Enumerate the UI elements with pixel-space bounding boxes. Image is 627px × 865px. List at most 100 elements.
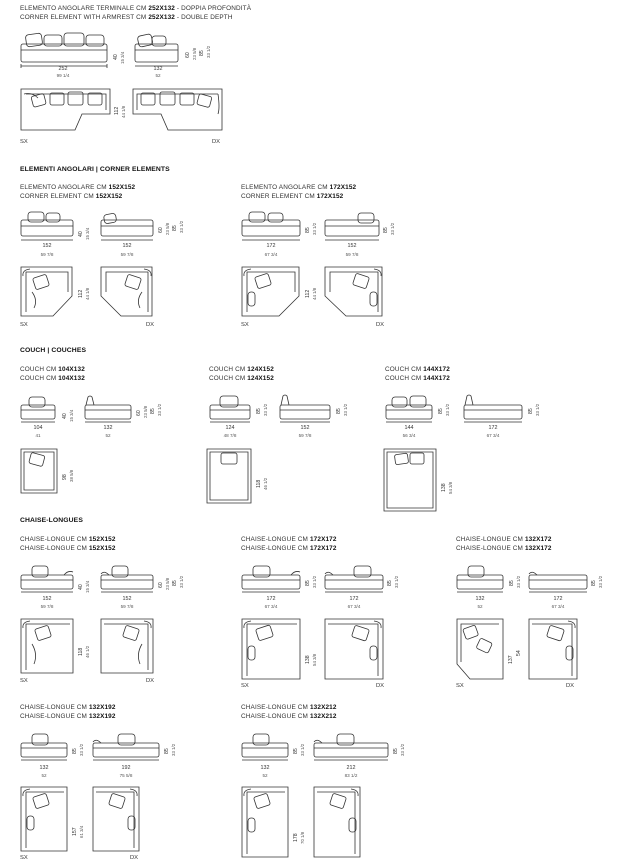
chaise-d-w1-in: 52 bbox=[41, 773, 47, 778]
chaise-c-depth2-cm: 54 bbox=[516, 650, 522, 656]
couch-c-front-elevation bbox=[385, 392, 433, 426]
chaise-b-plan-dx bbox=[324, 618, 384, 680]
chaise-b-w2-in: 67 3/4 bbox=[347, 604, 361, 609]
corner-a-h1-cm: 40 bbox=[78, 231, 84, 237]
couch-c-w1-cm: 144 bbox=[404, 425, 414, 431]
corner-a-side-elevation bbox=[100, 208, 154, 244]
couch-c-h1-in: 33 1/2 bbox=[445, 403, 450, 416]
chaise-a-depth-in: 46 1/2 bbox=[85, 645, 90, 658]
couch-a-w1-in: 41 bbox=[35, 433, 41, 438]
corner-b-plan-dx bbox=[324, 266, 384, 318]
chaise-b-caption-en: CHAISE-LONGUE CM 172X172 bbox=[241, 545, 337, 552]
chaise-c-h2-cm: 85 bbox=[591, 580, 597, 586]
couch-b-caption-en: COUCH CM 124X152 bbox=[209, 375, 274, 382]
couch-b-w1-in: 48 7/8 bbox=[223, 433, 237, 438]
couch-b-front-elevation bbox=[209, 392, 251, 426]
corner-a-caption-it: ELEMENTO ANGOLARE CM 152X152 bbox=[20, 184, 136, 191]
terminal-depth-in: 44 1/8 bbox=[121, 105, 126, 118]
couch-a-h1-in: 15 3/4 bbox=[69, 409, 74, 422]
chaise-a-plan-dx bbox=[100, 618, 154, 674]
chaise-a-w2-in: 59 7/8 bbox=[120, 604, 134, 609]
chaise-section-title: CHAISE-LONGUES bbox=[20, 517, 83, 524]
terminal-w1-in: 99 1/4 bbox=[56, 73, 70, 78]
couch-a-side-elevation bbox=[84, 392, 132, 426]
couch-b-plan bbox=[206, 448, 252, 504]
chaise-c-h1-in: 33 1/2 bbox=[516, 575, 521, 588]
couch-b-h1-in: 33 1/2 bbox=[263, 403, 268, 416]
chaise-d-plan-dx bbox=[92, 786, 140, 852]
corner-a-plan-dx bbox=[100, 266, 154, 318]
chaise-a-h1-cm: 40 bbox=[78, 584, 84, 590]
couch-b-w1-cm: 124 bbox=[225, 425, 235, 431]
corner-b-side-elevation bbox=[324, 208, 380, 244]
chaise-d-h1-cm: 85 bbox=[72, 748, 78, 754]
couch-c-side-elevation bbox=[463, 392, 523, 426]
couch-a-plan bbox=[20, 448, 58, 494]
corner-a-h3-in: 33 1/2 bbox=[179, 220, 184, 233]
couch-a-depth-in: 38 5/8 bbox=[69, 469, 74, 482]
chaise-d-h2-cm: 85 bbox=[164, 748, 170, 754]
chaise-e-h1-in: 33 1/2 bbox=[300, 743, 305, 756]
couch-b-depth-in: 46 1/2 bbox=[263, 477, 268, 490]
chaise-a-front-elevation bbox=[20, 562, 74, 596]
chaise-c-h2-in: 33 1/2 bbox=[598, 575, 603, 588]
chaise-b-w1-cm: 172 bbox=[266, 596, 276, 602]
chaise-a-sx-label: SX bbox=[20, 678, 28, 684]
chaise-c-plan-sx bbox=[456, 618, 504, 680]
chaise-d-depth-in: 61 3/4 bbox=[79, 825, 84, 838]
chaise-b-caption-it: CHAISE-LONGUE CM 172X172 bbox=[241, 536, 337, 543]
corner-b-caption-en: CORNER ELEMENT CM 172X152 bbox=[241, 193, 344, 200]
chaise-d-w2-in: 75 5/8 bbox=[119, 773, 133, 778]
terminal-h3-in: 33 1/2 bbox=[206, 45, 211, 58]
chaise-a-h1-in: 15 3/4 bbox=[85, 580, 90, 593]
couch-a-caption-en: COUCH CM 104X132 bbox=[20, 375, 85, 382]
couch-a-h3-cm: 85 bbox=[150, 408, 156, 414]
couch-c-depth-in: 54 3/8 bbox=[448, 481, 453, 494]
couch-c-w1-in: 56 3/4 bbox=[402, 433, 416, 438]
chaise-e-w2-cm: 212 bbox=[346, 765, 356, 771]
chaise-d-w2-cm: 192 bbox=[121, 765, 131, 771]
corner-a-w2-cm: 152 bbox=[122, 243, 132, 249]
couch-a-h2-cm: 60 bbox=[136, 410, 142, 416]
chaise-b-h2-cm: 85 bbox=[387, 580, 393, 586]
chaise-c-h1-cm: 85 bbox=[509, 580, 515, 586]
chaise-b-h2-in: 33 1/2 bbox=[394, 575, 399, 588]
chaise-a-caption-it: CHAISE-LONGUE CM 152X152 bbox=[20, 536, 116, 543]
couch-c-caption-en: COUCH CM 144X172 bbox=[385, 375, 450, 382]
chaise-e-h1-cm: 85 bbox=[293, 748, 299, 754]
chaise-a-h3-cm: 85 bbox=[172, 580, 178, 586]
corner-a-sx-label: SX bbox=[20, 322, 28, 328]
chaise-d-dx-label: DX bbox=[130, 855, 139, 861]
corner-b-h2-in: 33 1/2 bbox=[390, 222, 395, 235]
chaise-d-caption-it: CHAISE-LONGUE CM 132X192 bbox=[20, 704, 116, 711]
terminal-caption-it: ELEMENTO ANGOLARE TERMINALE CM 252X132 -… bbox=[20, 5, 252, 12]
chaise-a-side-elevation bbox=[100, 562, 154, 596]
corner-a-h2-cm: 60 bbox=[158, 227, 164, 233]
chaise-b-depth-in: 54 3/8 bbox=[312, 653, 317, 666]
terminal-sx-label: SX bbox=[20, 139, 28, 145]
terminal-caption-en: CORNER ELEMENT WITH ARMREST CM 252X132 -… bbox=[20, 14, 233, 21]
chaise-a-caption-en: CHAISE-LONGUE CM 152X152 bbox=[20, 545, 116, 552]
corner-b-dx-label: DX bbox=[376, 322, 385, 328]
chaise-e-plan-sx bbox=[241, 786, 289, 858]
chaise-a-w1-cm: 152 bbox=[42, 596, 52, 602]
corner-b-h2-cm: 85 bbox=[383, 227, 389, 233]
terminal-h3-cm: 85 bbox=[199, 50, 205, 56]
couch-a-h3-in: 33 1/2 bbox=[157, 403, 162, 416]
chaise-e-plan-dx bbox=[313, 786, 361, 858]
corner-b-front-elevation bbox=[241, 208, 301, 244]
chaise-b-w1-in: 67 3/4 bbox=[264, 604, 278, 609]
couch-a-h1-cm: 40 bbox=[62, 413, 68, 419]
chaise-c-w1-in: 52 bbox=[477, 604, 483, 609]
couch-b-w2-cm: 152 bbox=[300, 425, 310, 431]
chaise-c-caption-en: CHAISE-LONGUE CM 132X172 bbox=[456, 545, 552, 552]
corner-a-h2-in: 23 5/8 bbox=[165, 222, 170, 235]
couch-c-w2-cm: 172 bbox=[488, 425, 498, 431]
corner-a-depth-cm: 112 bbox=[78, 289, 84, 298]
terminal-dx-label: DX bbox=[212, 139, 221, 145]
chaise-e-w2-in: 83 1/2 bbox=[344, 773, 358, 778]
chaise-b-plan-sx bbox=[241, 618, 301, 680]
corner-b-caption-it: ELEMENTO ANGOLARE CM 172X152 bbox=[241, 184, 357, 191]
chaise-b-depth-cm: 138 bbox=[305, 655, 311, 664]
corner-a-w2-in: 59 7/8 bbox=[120, 252, 134, 257]
